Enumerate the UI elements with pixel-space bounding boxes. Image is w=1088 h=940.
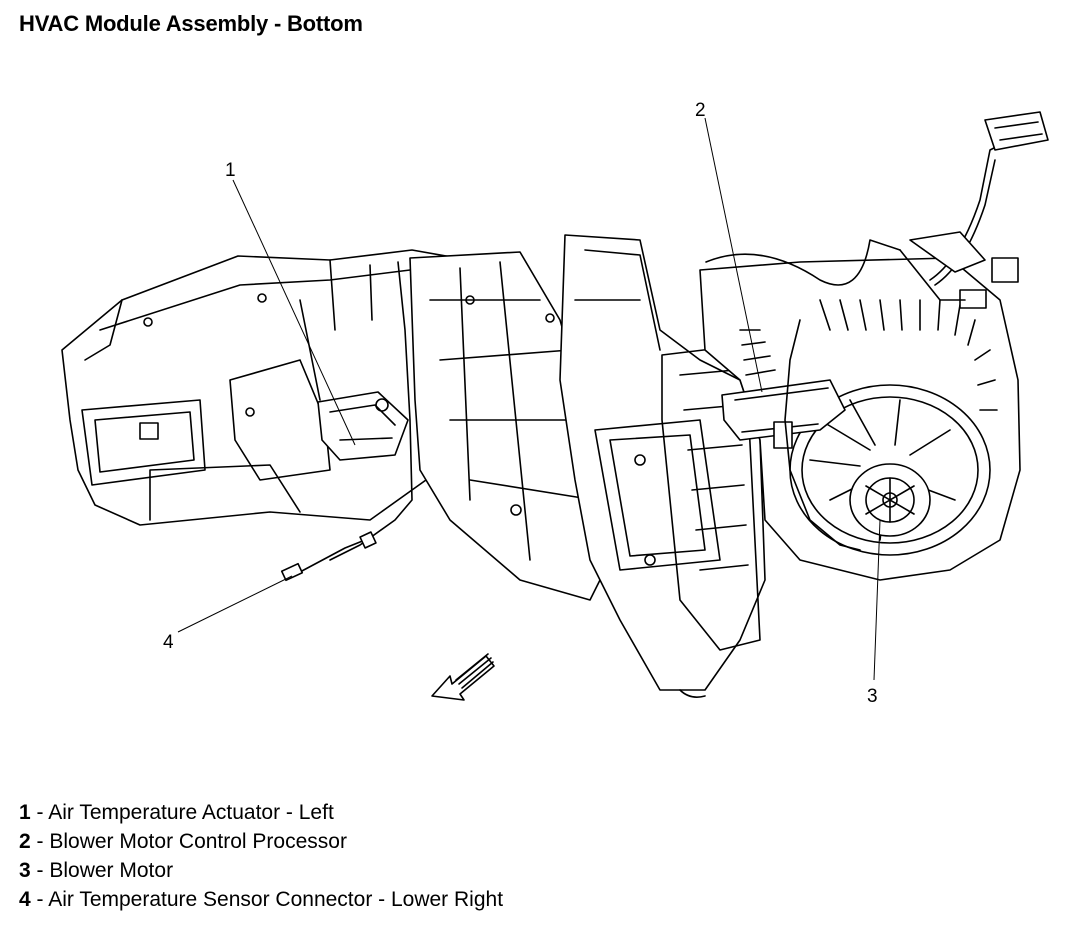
legend-text: Blower Motor [49,859,174,882]
legend-separator: - [30,801,49,824]
legend-text: Air Temperature Sensor Connector - Lower… [48,888,504,911]
legend-separator: - [30,859,50,882]
legend-text: Blower Motor Control Processor [49,830,347,853]
legend-number: 3 [19,859,31,882]
legend-number: 1 [19,801,31,824]
blower-motor [789,384,991,556]
forward-arrow-icon [431,653,495,701]
callout-3: 3 [867,686,878,707]
legend-item: 1 - Air Temperature Actuator - Left [19,798,503,827]
air-temperature-sensor-connector [280,531,377,582]
leader-lines [177,117,881,681]
legend-number: 4 [19,888,31,911]
legend-text: Air Temperature Actuator - Left [48,801,334,824]
front-block [545,234,766,698]
center-duct [409,251,611,601]
wiring-harness [705,111,1049,551]
callout-2: 2 [695,100,706,121]
diagram-title: HVAC Module Assembly - Bottom [19,11,363,36]
callout-4: 4 [163,632,174,653]
legend-item: 2 - Blower Motor Control Processor [19,827,503,856]
legend-item: 3 - Blower Motor [19,856,503,885]
legend-separator: - [30,830,50,853]
legend-number: 2 [19,830,31,853]
callout-1: 1 [225,160,236,181]
parts-legend: 1 - Air Temperature Actuator - Left 2 - … [19,798,503,914]
legend-item: 4 - Air Temperature Sensor Connector - L… [19,885,503,914]
legend-separator: - [30,888,49,911]
air-temperature-actuator-left [317,261,413,561]
